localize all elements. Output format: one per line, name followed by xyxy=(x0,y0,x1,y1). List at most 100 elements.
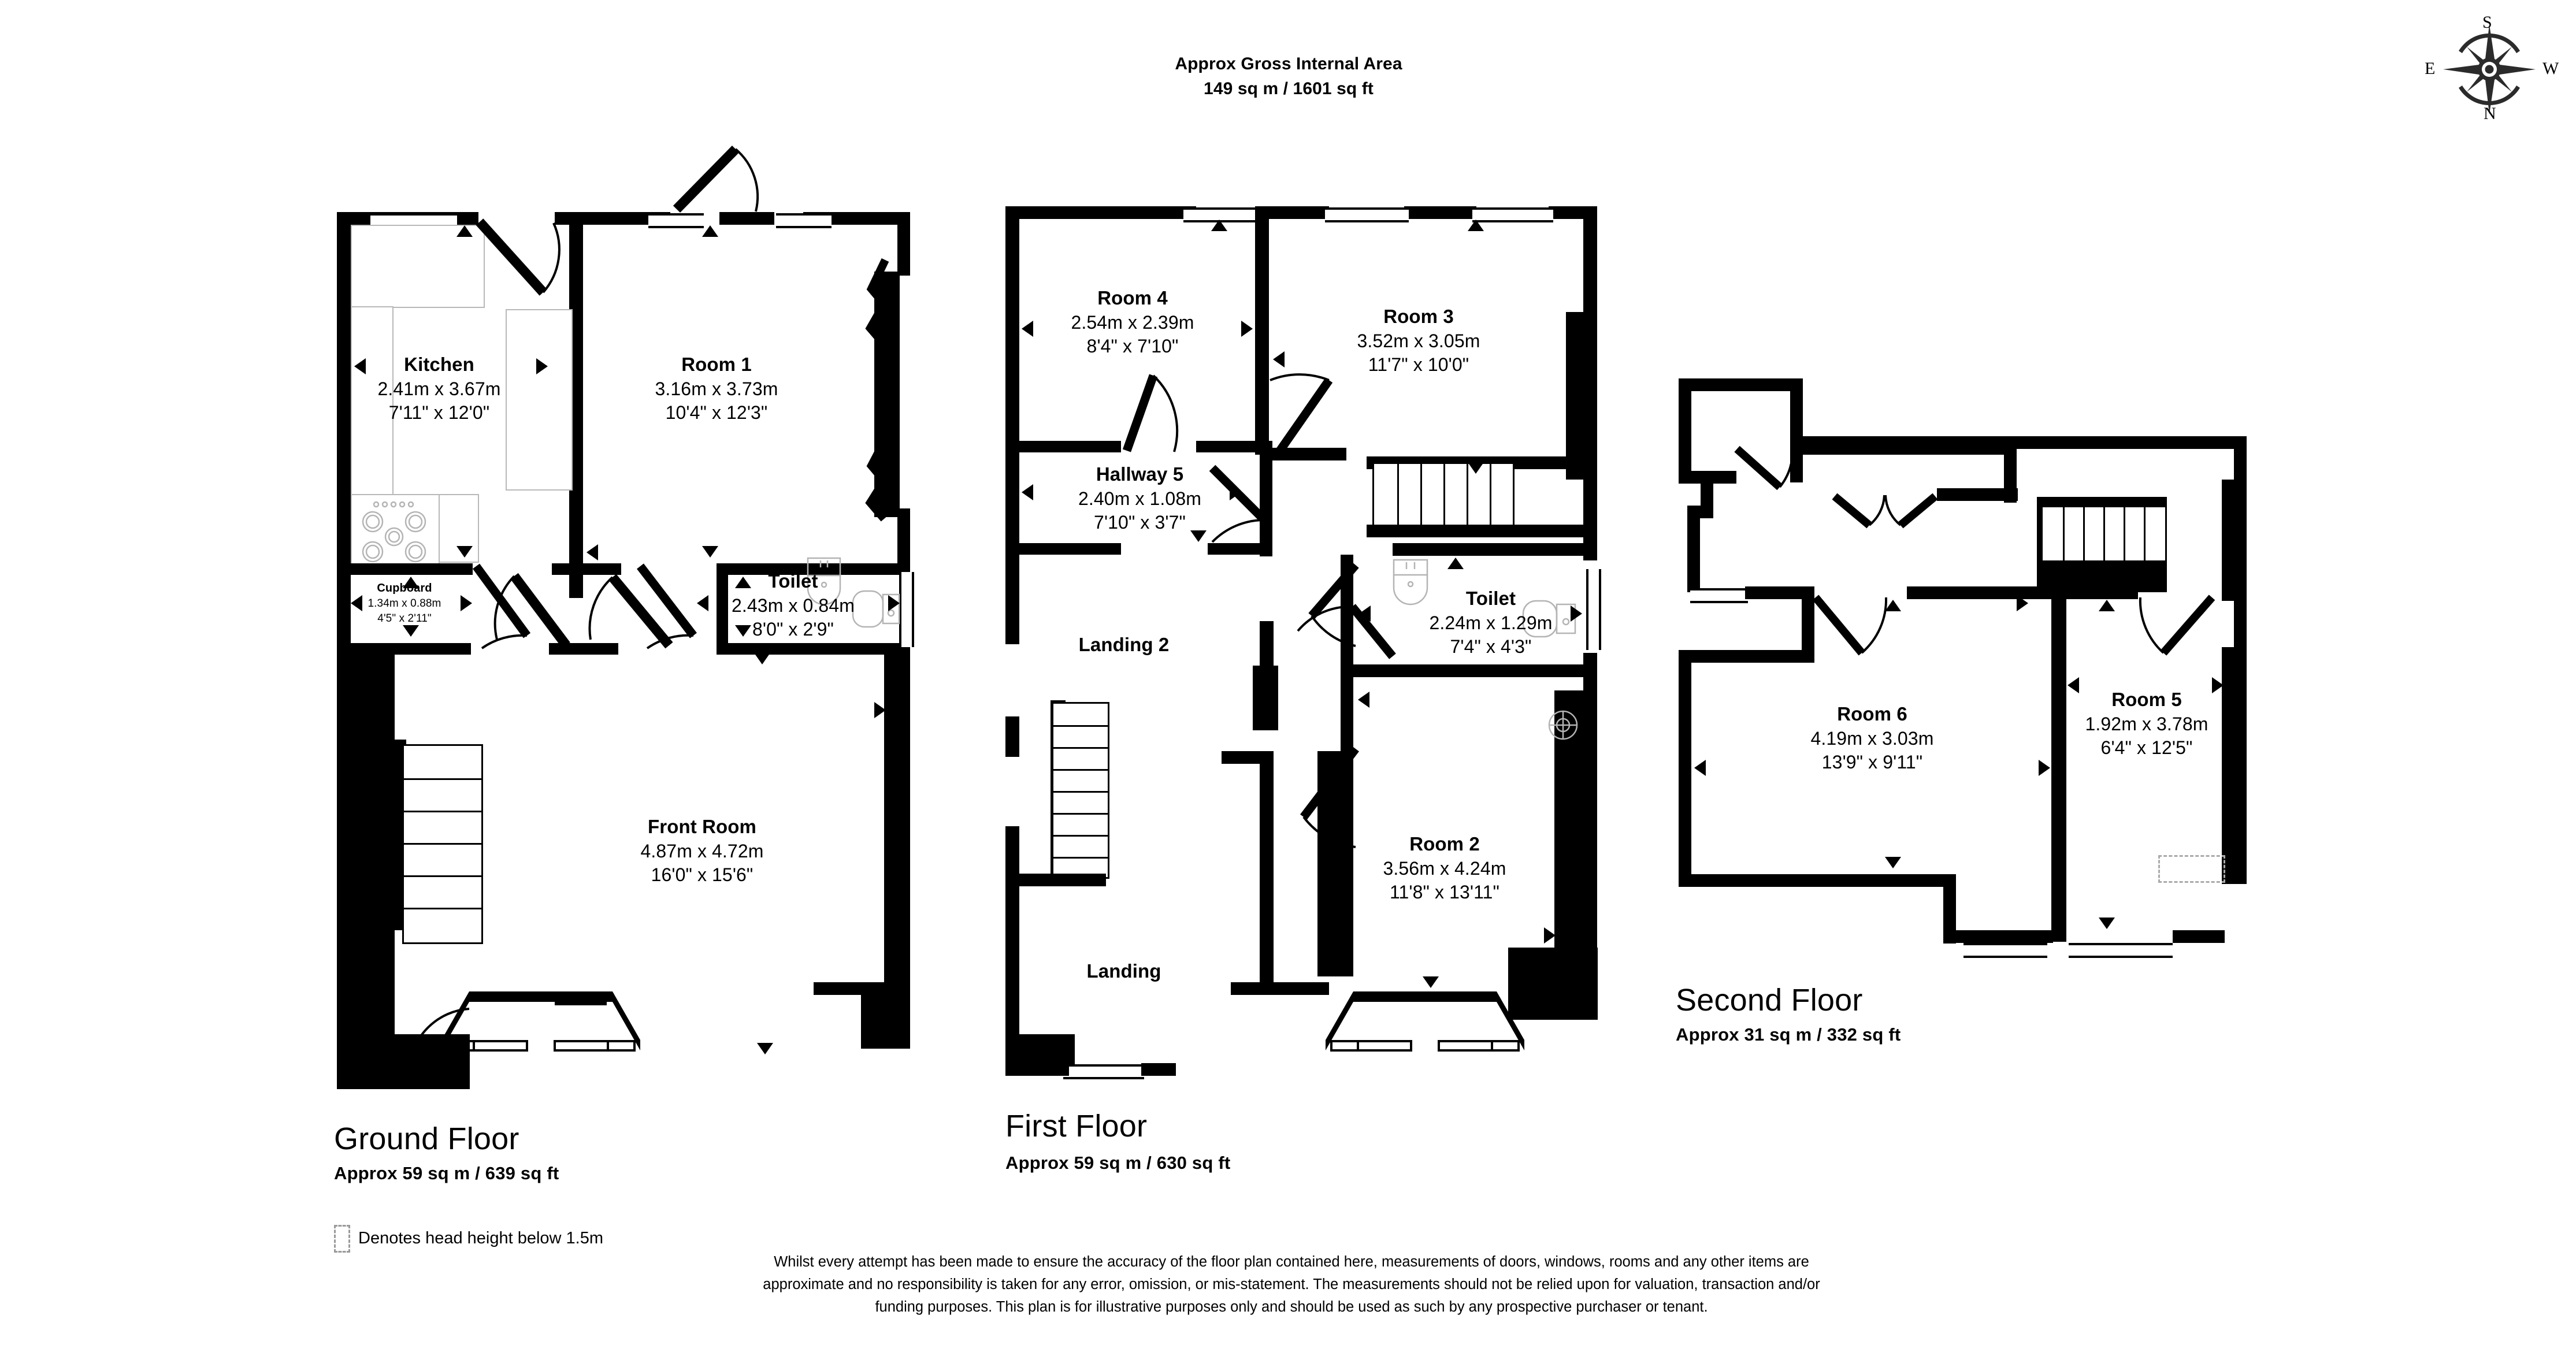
window-ff-landing-bot xyxy=(1063,1064,1144,1079)
wall-ff-right5 xyxy=(1554,690,1597,968)
door-ff-landing2 xyxy=(1308,562,1359,647)
dim-arrow-hallway-down xyxy=(1190,530,1207,542)
doors-sf-double xyxy=(1832,493,1938,529)
wall-ff-hall-bot xyxy=(1005,543,1121,555)
dim-arrow-cupboard-down xyxy=(403,625,419,637)
compass-rose-icon xyxy=(2443,24,2536,114)
room-name: Room 2 xyxy=(1409,833,1480,855)
window-gf-room1-topB xyxy=(776,213,832,228)
wall-sf-left-v2 xyxy=(1802,586,1814,662)
wall-sf-mid-h2 xyxy=(1937,488,2018,501)
dim-arrow-room3-left xyxy=(1273,351,1285,367)
dim-arrow-kitchen-up xyxy=(456,225,473,237)
room-name: Landing 2 xyxy=(1078,634,1170,655)
wall-ff-top xyxy=(1005,206,1196,219)
wall-gf-front-left xyxy=(337,643,395,1088)
staircase-first-up xyxy=(1372,462,1515,529)
room-metric: 1.92m x 3.78m xyxy=(2085,713,2208,734)
room-metric: 3.52m x 3.05m xyxy=(1357,330,1480,351)
wall-ff-left xyxy=(1005,206,1019,475)
second-floor-plan: Room 6 4.19m x 3.03m 13'9" x 9'11" Room … xyxy=(1676,378,2247,1045)
wall-sf-right3 xyxy=(2234,584,2247,662)
wall-ff-hall-bot2 xyxy=(1208,543,1271,555)
wall-sf-room6-bot2 xyxy=(1943,874,1956,944)
room-metric: 2.40m x 1.08m xyxy=(1078,488,1201,509)
wall-gf-hall-bot3 xyxy=(719,643,910,655)
bay-window-gf-front xyxy=(441,991,640,1052)
room-name: Landing xyxy=(1086,960,1161,982)
wall-ff-mid-top xyxy=(1271,448,1346,460)
dim-arrow-room3-up xyxy=(1468,220,1484,231)
radiator-icon xyxy=(1548,710,1578,740)
wall-ff-toilet-bot xyxy=(1341,664,1589,677)
wall-gf-front-right-low xyxy=(861,982,910,1049)
dim-arrow-room2-left xyxy=(1358,692,1369,708)
wall-ff-left3 xyxy=(1005,716,1019,757)
kitchen-worktop-right xyxy=(506,309,573,491)
dim-arrow-toilet-left xyxy=(697,595,708,611)
door-ff-room4 xyxy=(1122,374,1179,452)
dim-arrow-room6-up xyxy=(1885,600,1901,611)
compass-rose: S E W N xyxy=(2425,12,2571,123)
dim-arrow-room5-right xyxy=(2212,677,2224,693)
page-title: Approx Gross Internal Area 149 sq m / 16… xyxy=(1104,52,1473,101)
staircase-second xyxy=(2041,506,2167,566)
window-sf-left xyxy=(1690,588,1748,603)
compass-label-top: S xyxy=(2482,13,2492,32)
door-ff-room3 xyxy=(1270,373,1333,459)
wall-sf-room6-bot xyxy=(1679,874,1956,887)
wall-sf-left-h xyxy=(1745,586,1814,599)
room-name: Room 3 xyxy=(1383,306,1454,327)
room-metric: 4.19m x 3.03m xyxy=(1810,727,1934,749)
room-imperial: 10'4" x 12'3" xyxy=(665,402,768,424)
room-name: Hallway 5 xyxy=(1096,463,1184,485)
dim-arrow-room4-right xyxy=(1241,321,1253,337)
dim-arrow-room1-down xyxy=(702,546,718,558)
room-metric: 3.16m x 3.73m xyxy=(655,378,778,399)
room-metric: 2.41m x 3.67m xyxy=(377,378,501,399)
ground-floor-area: Approx 59 sq m / 639 sq ft xyxy=(334,1163,559,1183)
dim-arrow-ff-toilet-left xyxy=(1359,606,1371,622)
wall-sf-room6-bot3 xyxy=(1943,930,2053,943)
dim-arrow-room5-up xyxy=(2099,600,2115,611)
wall-ff-right6 xyxy=(1508,948,1598,1020)
room-name: Cupboard xyxy=(377,582,432,595)
room-imperial: 11'8" x 13'11" xyxy=(1390,882,1499,903)
window-sf-bottom-left xyxy=(1963,943,2047,958)
wall-ff-landing-stub xyxy=(1222,751,1274,764)
wall-sf-left-step xyxy=(1679,471,1736,484)
room-imperial: 4'5" x 2'11" xyxy=(377,612,432,625)
dim-arrow-room1-left xyxy=(587,544,598,560)
room-metric: 4.87m x 4.72m xyxy=(640,840,764,861)
door-gf-room1-bottom xyxy=(588,574,673,649)
room-imperial: 7'11" x 12'0" xyxy=(388,402,490,424)
room-imperial: 16'0" x 15'6" xyxy=(651,864,754,886)
dim-arrow-room4-left xyxy=(1022,321,1033,337)
head-height-legend-label: Denotes head height below 1.5m xyxy=(358,1229,604,1247)
room-label-hallway5: Hallway 5 2.40m x 1.08m 7'10" x 3'7" xyxy=(1034,462,1245,535)
wall-ff-top2 xyxy=(1263,206,1329,219)
door-ff-toilet xyxy=(1297,604,1396,659)
room-label-landing2: Landing 2 xyxy=(1034,633,1213,658)
wall-sf-mid-v xyxy=(2004,442,2017,503)
wall-gf-left xyxy=(337,212,351,567)
wall-ff-bot-l2 xyxy=(1005,1063,1069,1076)
wall-sf-room6-outer-l xyxy=(1679,662,1691,887)
dim-arrow-room5-left xyxy=(2068,677,2079,693)
second-floor-area: Approx 31 sq m / 332 sq ft xyxy=(1676,1024,1901,1045)
wall-gf-toilet-left xyxy=(717,563,728,655)
door-gf-room1-top xyxy=(673,146,759,213)
ff-basin-icon xyxy=(1393,559,1428,606)
window-gf-room1-topA xyxy=(648,213,704,228)
room-label-cupboard: Cupboard 1.34m x 0.88m 4'5" x 2'11" xyxy=(347,581,462,626)
wall-ff-landing-stair-bot xyxy=(1019,874,1106,886)
wall-ff-landing-right2 xyxy=(1260,751,1274,991)
wall-gf-right-mid xyxy=(874,324,900,454)
window-sf-bottom-right xyxy=(2069,943,2173,958)
room-imperial: 7'4" x 4'3" xyxy=(1450,636,1532,658)
room-label-toilet-gf: Toilet 2.43m x 0.84m 8'0" x 2'9" xyxy=(688,569,899,642)
room-metric: 1.34m x 0.88m xyxy=(368,597,441,610)
dim-arrow-toilet-up xyxy=(735,577,751,588)
dim-arrow-room1-up xyxy=(702,225,718,237)
room-name: Toilet xyxy=(1465,588,1516,609)
